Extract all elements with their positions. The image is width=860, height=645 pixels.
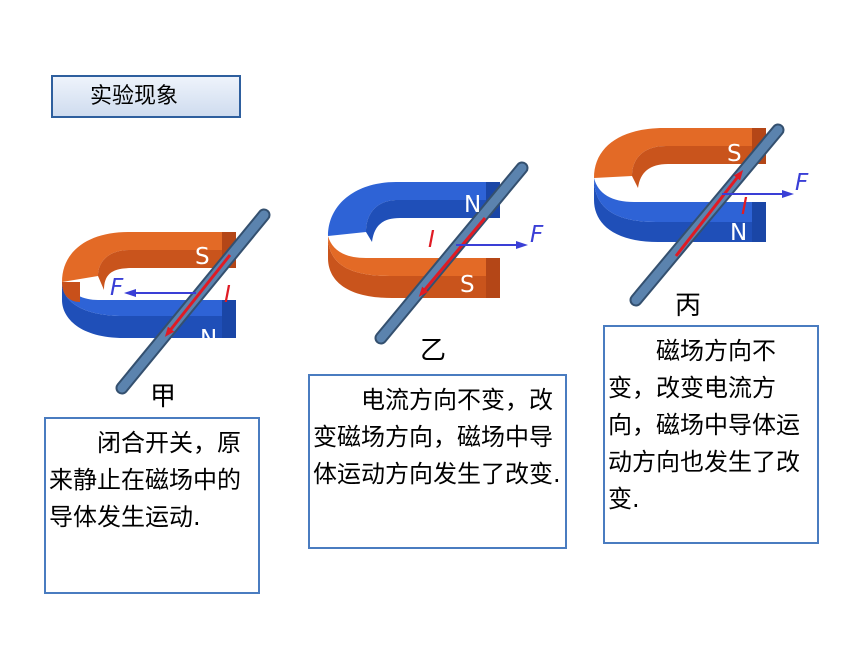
current-arrow-bing — [674, 170, 744, 257]
current-label-yi: I — [428, 227, 435, 253]
current-arrow-yi — [418, 217, 487, 297]
south-pole-label-bing: S — [727, 141, 742, 167]
description-jia: 闭合开关，原来静止在磁场中的导体发生运动. — [44, 417, 260, 594]
rod-yi — [374, 161, 529, 345]
diagram-yi: N S F I — [328, 161, 544, 345]
diagram-jia: S N F I — [62, 208, 271, 395]
force-label-bing: F — [795, 170, 809, 196]
diagram-label-yi: 乙 — [420, 336, 447, 366]
force-label-yi: F — [530, 222, 544, 248]
north-pole-label-yi: N — [464, 192, 481, 218]
current-label-jia: I — [224, 282, 231, 308]
diagram-bing: S N F I — [594, 123, 809, 307]
diagram-label-bing: 丙 — [675, 291, 702, 321]
current-label-bing: I — [741, 194, 748, 220]
south-pole-label-jia: S — [195, 244, 210, 270]
south-pole-label-yi: S — [460, 272, 475, 298]
north-pole-label-jia: N — [200, 326, 217, 352]
section-title: 实验现象 — [51, 75, 241, 118]
force-label-jia: F — [110, 275, 124, 301]
description-bing: 磁场方向不变，改变电流方向，磁场中导体运动方向也发生了改变. — [603, 325, 819, 544]
north-pole-label-bing: N — [730, 220, 747, 246]
current-arrow-jia — [164, 254, 232, 337]
description-yi: 电流方向不变，改变磁场方向，磁场中导体运动方向发生了改变. — [308, 374, 567, 549]
diagram-label-jia: 甲 — [150, 382, 177, 412]
